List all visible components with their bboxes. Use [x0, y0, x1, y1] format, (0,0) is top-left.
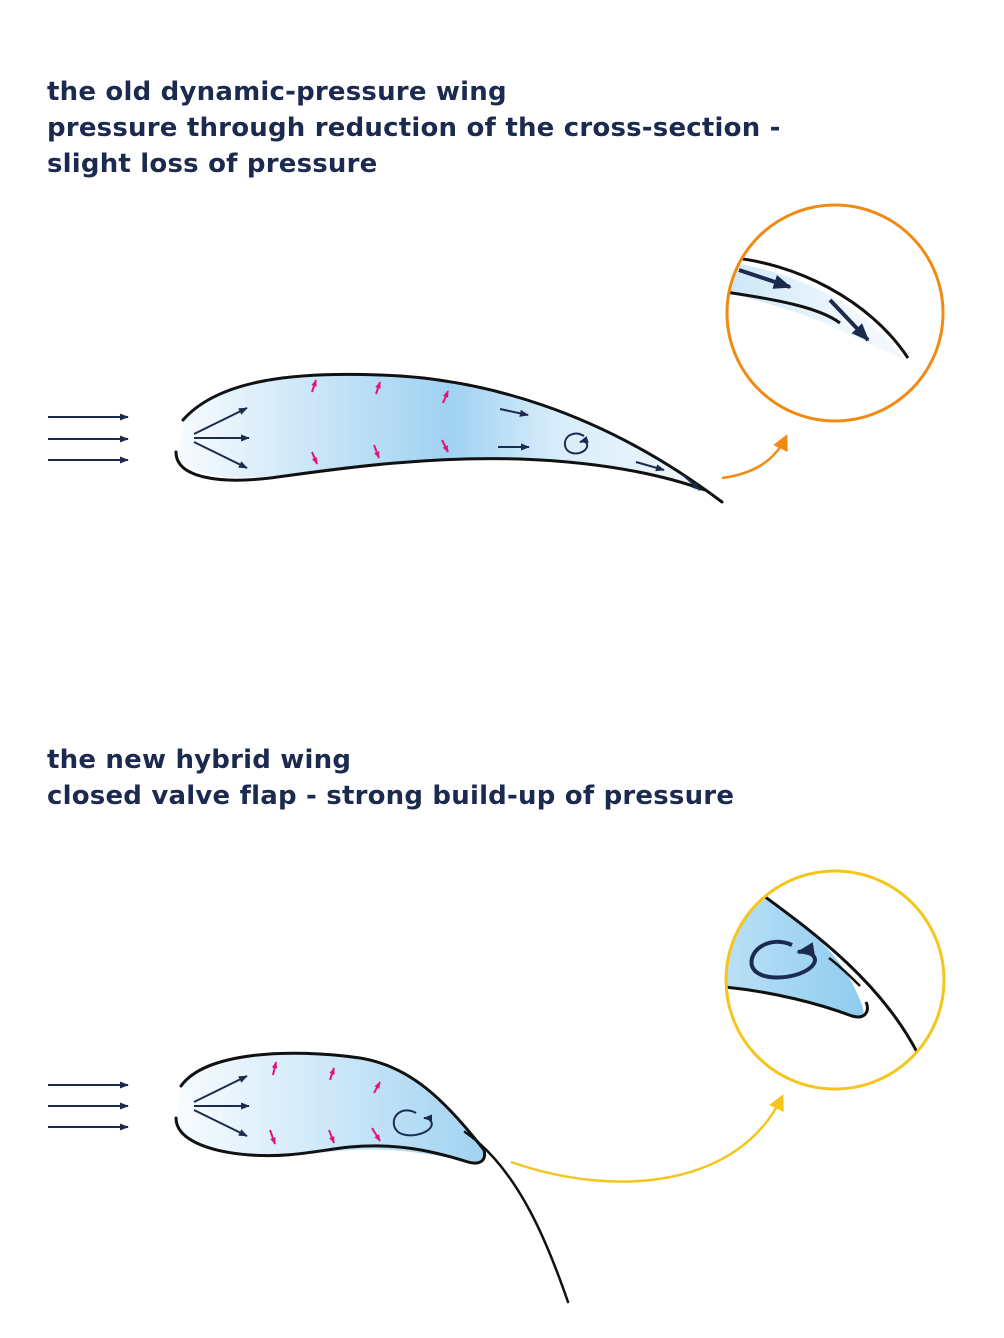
new-wing-lower-surface	[174, 1116, 470, 1164]
new-wing-description: closed valve flap - strong build-up of p…	[47, 781, 735, 811]
old-pressure-arrows	[311, 379, 449, 465]
new-pointer-arrow	[510, 1094, 784, 1183]
old-wing-description: pressure through reduction of the cross-…	[47, 113, 781, 143]
new-wing-diagram	[48, 869, 946, 1304]
new-wing-fill	[176, 1053, 485, 1164]
old-wing-lower-surface	[174, 450, 707, 492]
old-wing-title: the old dynamic-pressure wing	[47, 77, 507, 107]
vortex-icon	[392, 1109, 433, 1137]
new-wing-heading: the new hybrid wing closed valve flap - …	[47, 742, 734, 814]
new-wing-valve-flap	[463, 1130, 570, 1304]
vortex-icon	[749, 939, 817, 980]
old-internal-flow-arrows	[193, 407, 701, 491]
new-pressure-arrows	[269, 1061, 381, 1145]
new-internal-flow-arrows	[193, 1075, 250, 1137]
old-wing-upper-surface	[181, 372, 724, 504]
new-wing-upper-surface	[179, 1051, 487, 1165]
new-wing-title: the new hybrid wing	[47, 745, 352, 775]
vortex-icon	[563, 432, 589, 455]
old-wing-note: slight loss of pressure	[47, 149, 378, 179]
new-zoom-circle	[724, 869, 946, 1091]
old-wing-diagram	[48, 203, 945, 504]
old-airflow-arrows	[48, 413, 129, 464]
old-wing-heading: the old dynamic-pressure wing pressure t…	[47, 74, 781, 182]
new-airflow-arrows	[48, 1081, 129, 1131]
old-zoom-circle	[725, 203, 945, 423]
old-wing-fill	[178, 374, 705, 492]
old-pointer-arrow	[721, 434, 788, 480]
